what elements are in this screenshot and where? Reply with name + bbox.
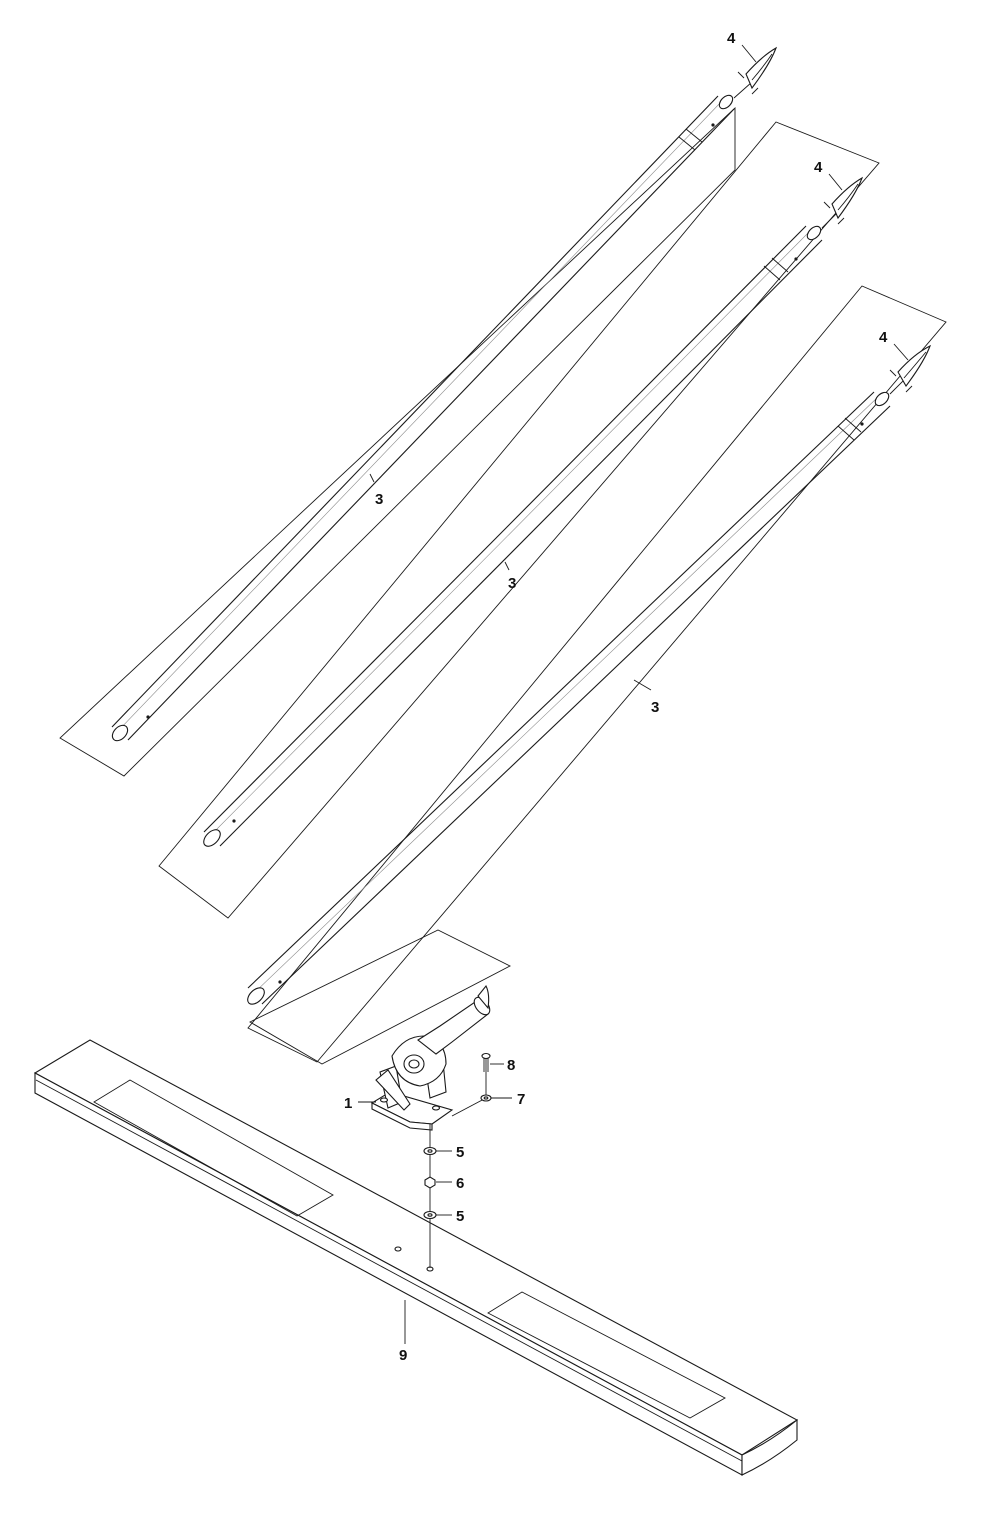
callout-bolt: 8 <box>507 1057 515 1074</box>
pole-section-1 <box>59 94 736 777</box>
pole-2-end <box>203 829 221 847</box>
bar-label-left <box>93 1079 334 1217</box>
callout-head: 1 <box>344 1095 352 1112</box>
end-cap-3 <box>889 344 932 395</box>
head-ground-plane <box>249 929 511 1065</box>
callout-pole-3: 3 <box>651 699 659 716</box>
callout-nut: 6 <box>456 1175 464 1192</box>
washer-bottom-part <box>423 1210 437 1220</box>
callout-cap-2: 4 <box>814 159 823 176</box>
callout-cap-1: 4 <box>727 30 736 47</box>
pole-1-end <box>111 724 129 742</box>
washer-top-part <box>423 1146 437 1156</box>
pole-head-part <box>370 984 491 1131</box>
callout-bar: 9 <box>399 1347 407 1364</box>
pole-section-2 <box>158 121 880 919</box>
callout-labels: 4 4 4 3 3 3 1 5 6 5 7 8 9 <box>344 30 888 1364</box>
callout-pole-2: 3 <box>508 575 516 592</box>
pole-2-ground-plane <box>158 121 880 919</box>
callout-washer-top: 5 <box>456 1144 464 1161</box>
bar-label-right <box>487 1291 726 1419</box>
end-cap-1 <box>733 46 778 99</box>
callout-cap-3: 4 <box>879 329 888 346</box>
callout-washer-bottom: 5 <box>456 1208 464 1225</box>
bolt-washer-part <box>480 1094 492 1102</box>
bolt-part <box>481 1052 491 1072</box>
leader-lines <box>358 44 909 1344</box>
pole-3-end <box>247 987 265 1005</box>
nut-part <box>424 1176 436 1189</box>
pole-section-3 <box>247 285 947 1063</box>
pole-3-ground-plane <box>247 285 947 1063</box>
end-cap-2 <box>821 176 864 229</box>
bar-part <box>33 1039 799 1476</box>
callout-pole-1: 3 <box>375 491 383 508</box>
pole-1-ground-plane <box>59 106 736 777</box>
callout-bolt-washer: 7 <box>517 1091 525 1108</box>
bar-hole-1 <box>394 1246 402 1252</box>
